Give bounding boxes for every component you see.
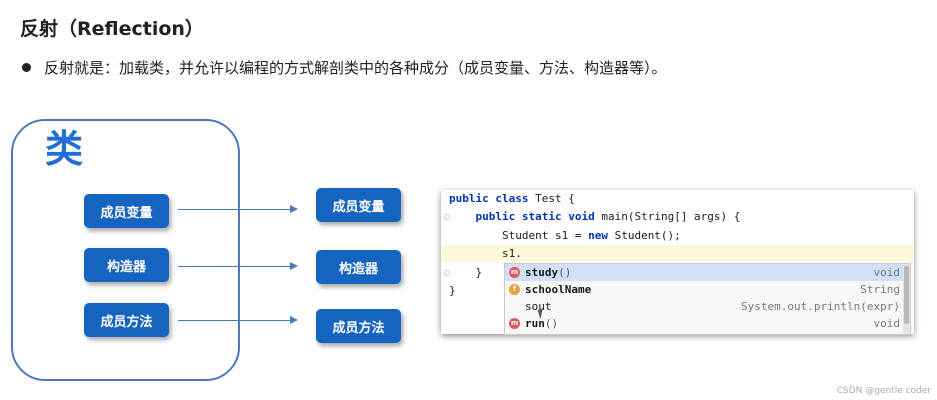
autocomplete-name: study() [525,266,572,279]
class-container [11,119,240,381]
autocomplete-item-schoolname[interactable]: f schoolName String [505,281,910,298]
arrow-head-icon [290,316,298,324]
code-line-3: Student s1 = new Student(); [501,229,681,242]
code-line-2: public static void main(String[] args) { [475,210,741,223]
code-line-1: public class Test { [449,192,575,205]
arrow-head-icon [290,262,298,270]
popup-scrollbar[interactable] [903,264,910,334]
autocomplete-name: sout [525,300,552,313]
watermark: CSDN @gentle coder [836,386,931,396]
autocomplete-name: schoolName [525,283,592,296]
left-pill-member-variable: 成员变量 [84,194,169,228]
right-pill-member-variable: 成员变量 [316,188,401,222]
method-icon: m [509,318,520,329]
autocomplete-name: run() [525,317,559,330]
right-pill-constructor: 构造器 [316,250,401,284]
autocomplete-type: String [860,283,900,296]
arrow-line-2 [178,266,290,267]
class-label: 类 [45,127,84,171]
left-pill-member-method: 成员方法 [84,303,169,337]
arrow-line-3 [178,320,290,321]
code-line-5: } [449,266,483,279]
autocomplete-item-sout[interactable]: sout System.out.println(expr) [505,298,910,315]
code-line-6: } [449,284,456,297]
scrollbar-thumb[interactable] [904,266,909,324]
arrow-head-icon [290,205,298,213]
autocomplete-item-run[interactable]: m run() void [505,315,910,332]
autocomplete-popup: m study() void f schoolName String sout … [504,263,911,335]
autocomplete-type: void [873,266,901,279]
field-icon: f [509,284,520,295]
autocomplete-type: void [873,317,901,330]
left-pill-constructor: 构造器 [84,248,169,282]
gutter-fold-icon[interactable] [444,270,450,276]
bullet-dot-icon [22,63,31,72]
autocomplete-type: System.out.println(expr) [741,300,900,313]
code-line-4[interactable]: s1. [441,245,914,262]
page-title: 反射（Reflection） [20,18,204,40]
autocomplete-item-study[interactable]: m study() void [505,264,910,281]
bullet-text: 反射就是：加载类，并允许以编程的方式解剖类中的各种成分（成员变量、方法、构造器等… [44,59,667,77]
right-pill-member-method: 成员方法 [316,309,401,343]
method-icon: m [509,267,520,278]
bullet-item: 反射就是：加载类，并允许以编程的方式解剖类中的各种成分（成员变量、方法、构造器等… [22,57,667,78]
arrow-line-1 [178,209,290,210]
gutter-fold-icon[interactable] [444,214,450,220]
